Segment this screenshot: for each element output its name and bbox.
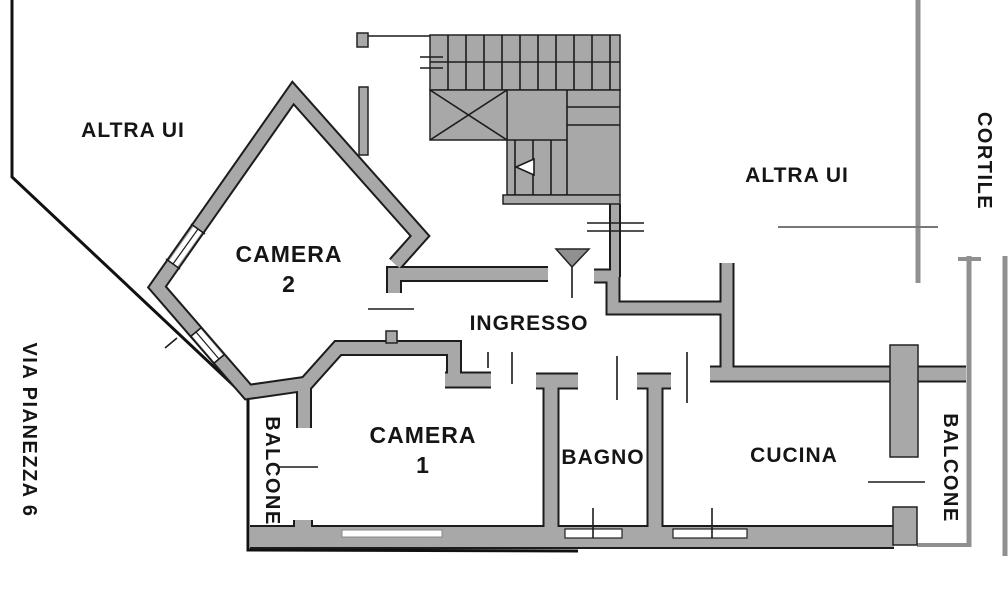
labels: ALTRA UI ALTRA UI CORTILE VIA PIANEZZA 6… <box>18 112 995 526</box>
entry-door-swing-icon <box>554 248 591 269</box>
camera2-sw-window-line <box>195 331 220 360</box>
courtyard-lines <box>778 0 1008 556</box>
room-label-camera2: CAMERA <box>236 241 343 267</box>
label-courtyard: CORTILE <box>973 112 995 210</box>
label-other-unit-left: ALTRA UI <box>81 119 185 142</box>
staircase <box>368 34 621 205</box>
camera2-sw-window-jamb <box>212 353 226 365</box>
room-label-camera2-number: 2 <box>282 271 296 297</box>
openings <box>164 222 925 539</box>
label-street: VIA PIANEZZA 6 <box>18 342 40 517</box>
stair-lobby-stub-upper <box>356 32 369 48</box>
label-other-unit-right: ALTRA UI <box>745 164 849 187</box>
camera2-nw-window-line <box>172 228 199 265</box>
elevator-x-icon <box>429 89 508 141</box>
camera2-nw-window-jamb <box>190 223 206 235</box>
kitchen-balcony-wall-upper <box>889 344 919 458</box>
stair-treads <box>430 35 620 195</box>
stair-bottom-wall <box>502 194 621 205</box>
room-label-camera1: CAMERA <box>370 422 477 448</box>
camera1-window <box>341 529 443 538</box>
room-label-camera1-number: 1 <box>416 452 430 478</box>
cucina-window <box>672 528 748 539</box>
room-label-balcone-left: BALCONE <box>261 416 283 525</box>
stair-lobby-stub-lower <box>358 86 369 156</box>
stair-landing <box>506 89 621 196</box>
room-label-bagno: BAGNO <box>561 446 644 469</box>
room-label-balcone-right: BALCONE <box>939 413 961 522</box>
wall-blocks <box>356 32 919 546</box>
kitchen-balcony-wall-lower <box>892 506 918 546</box>
room-label-ingresso: INGRESSO <box>470 312 589 335</box>
room-label-cucina: CUCINA <box>750 444 838 467</box>
camera2-sw-window-jamb <box>189 326 203 338</box>
stair-direction-arrow-icon <box>514 157 535 177</box>
camera2-nw-window-jamb <box>165 258 181 270</box>
entry-wall-stub <box>385 330 398 344</box>
camera2-sw-window-jamb <box>164 337 178 349</box>
